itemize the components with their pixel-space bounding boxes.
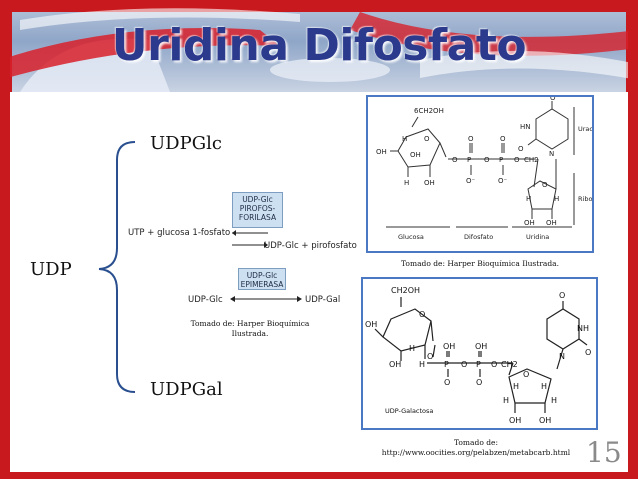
enzyme-line: UDP-Glc [242,195,273,204]
label-oh: OH [410,151,421,159]
label-ominus: O⁻ [466,177,476,185]
label-oh: OH [539,416,551,425]
enzyme-box-pirofosforilasa: UDP-Glc PIROFOS- FORILASA [232,192,283,228]
page-number: 15 [586,436,622,469]
label-ominus: O⁻ [498,177,508,185]
label-o: O [491,360,497,369]
caption-left-line1: Tomado de: Harper Bioquímica [190,319,310,328]
reaction2-right: UDP-Gal [305,295,341,305]
label-ch2oh: 6CH2OH [414,107,444,115]
label-h: H [402,135,407,143]
label-h: H [513,382,519,391]
label-oh: OH [389,360,401,369]
label-h: H [503,396,509,405]
label-h: H [409,344,415,353]
label-o: O [452,156,458,164]
udp-label: UDP [30,259,72,280]
enzyme-line: UDP-Glc [246,271,278,280]
reaction1-right: UDP-Glc + pirofosfato [264,241,357,251]
label-h: H [554,195,559,203]
label-o: O [484,156,490,164]
enzyme-box-epimerasa: UDP-Glc EPIMERASA [238,268,286,290]
label-hn: HN [520,123,531,131]
label-glucosa: Glucosa [398,233,424,241]
label-o: O [559,291,565,300]
label-o: O [424,135,430,143]
label-ch2oh: CH2OH [391,286,420,295]
caption-left-line2: Ilustrada. [231,329,269,338]
label-uridina: Uridina [526,233,549,241]
udp-glucose-structure: 6CH2OH O H OH OH H OH O P O O⁻ O P O O⁻ … [376,97,592,241]
caption-left: Tomado de: Harper Bioquímica Ilustrada. [170,319,330,339]
label-difosfato: Difosfato [464,233,493,241]
label-n: N [559,352,565,361]
label-o: O [518,145,524,153]
label-oh: OH [365,320,377,329]
label-o: O [550,97,556,102]
reaction2-left: UDP-Glc [188,295,223,305]
reaction2-arrow [230,296,302,302]
enzyme-line: EPIMERASA [240,280,284,289]
udpglc-label: UDPGlc [150,133,222,154]
label-oh: OH [376,148,387,156]
label-o: O [500,135,506,143]
reaction1-left: UTP + glucosa 1-fosfato [128,228,231,238]
caption-bottom-right-line2: http://www.oocities.org/pelabzen/metabca… [381,448,571,457]
label-uracilo: Uracilo [578,125,592,133]
label-ch2: CH2 [501,360,518,369]
label-h: H [551,396,557,405]
enzyme-line: PIROFOS- [239,204,276,213]
label-oh: OH [443,342,455,351]
udp-galactose-structure: CH2OH OH O OH H H O OH P O O OH P O O CH… [365,286,591,425]
label-o: O [444,378,450,387]
label-ch2: CH2 [524,156,539,164]
label-h: H [419,360,425,369]
label-o: O [585,348,591,357]
label-p: P [467,156,471,164]
label-o: O [468,135,474,143]
label-h: H [526,195,531,203]
caption-top-right: Tomado de: Harper Bioquímica Ilustrada. [401,259,559,268]
label-ribosa: Ribosa [578,195,592,203]
label-n: N [549,150,554,158]
caption-bottom-right-line1: Tomado de: [454,438,498,447]
label-oh: OH [509,416,521,425]
label-o: O [427,352,433,361]
label-o: O [419,310,425,319]
udp-glucose-structure-image: 6CH2OH O H OH OH H OH O P O O⁻ O P O O⁻ … [366,95,594,253]
label-h: H [541,382,547,391]
label-udp-galactosa: UDP-Galactosa [385,407,433,415]
enzyme-line: FORILASA [238,213,277,222]
reaction1-arrows [232,230,268,248]
caption-bottom-right: Tomado de: http://www.oocities.org/pelab… [365,438,587,458]
label-oh: OH [546,219,557,227]
label-h: H [404,179,409,187]
label-oh: OH [475,342,487,351]
label-p: P [499,156,503,164]
label-p: P [476,360,481,369]
label-o: O [523,370,529,379]
udp-galactose-structure-image: CH2OH OH O OH H H O OH P O O OH P O O CH… [361,277,598,430]
label-oh: OH [524,219,535,227]
label-o: O [542,181,548,189]
label-o: O [514,156,520,164]
udpgal-label: UDPGal [150,379,223,400]
label-p: P [444,360,449,369]
label-nh: NH [577,324,589,333]
label-o: O [461,360,467,369]
label-o: O [476,378,482,387]
curly-brace [98,141,136,393]
label-oh: OH [424,179,435,187]
slide-title: Uridina Difosfato [111,20,527,71]
